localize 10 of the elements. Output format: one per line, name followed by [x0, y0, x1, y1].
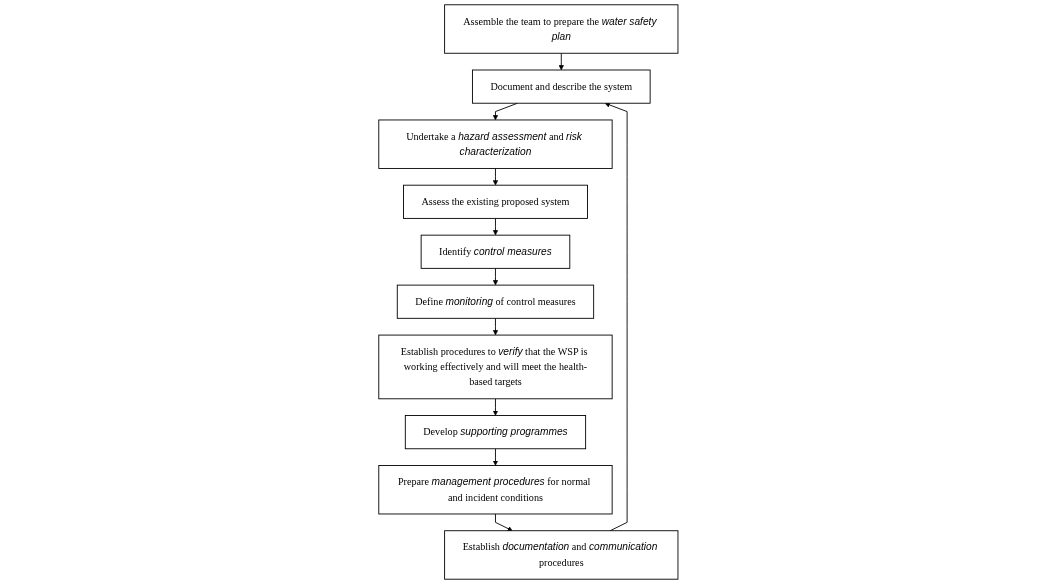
- node-box: Define monitoring of control measures: [396, 284, 595, 319]
- node-box: Assemble the team to prepare the water safety plan: [444, 4, 679, 54]
- node-box: Establish procedures to verify that the WSP is working effectively and will meet the health-based targets: [378, 334, 613, 400]
- node-box: Identify control measures: [420, 234, 571, 269]
- node-box: Undertake a hazard assessment and risk characterization: [378, 119, 613, 169]
- node-box: Prepare management procedures for normal and incident conditions: [378, 465, 613, 515]
- node-box: Document and describe the system: [472, 69, 651, 104]
- node-box: Establish documentation and communication procedures: [444, 530, 679, 580]
- node-box: Assess the existing proposed system: [403, 184, 589, 219]
- node-box: Develop supporting programmes: [405, 415, 587, 450]
